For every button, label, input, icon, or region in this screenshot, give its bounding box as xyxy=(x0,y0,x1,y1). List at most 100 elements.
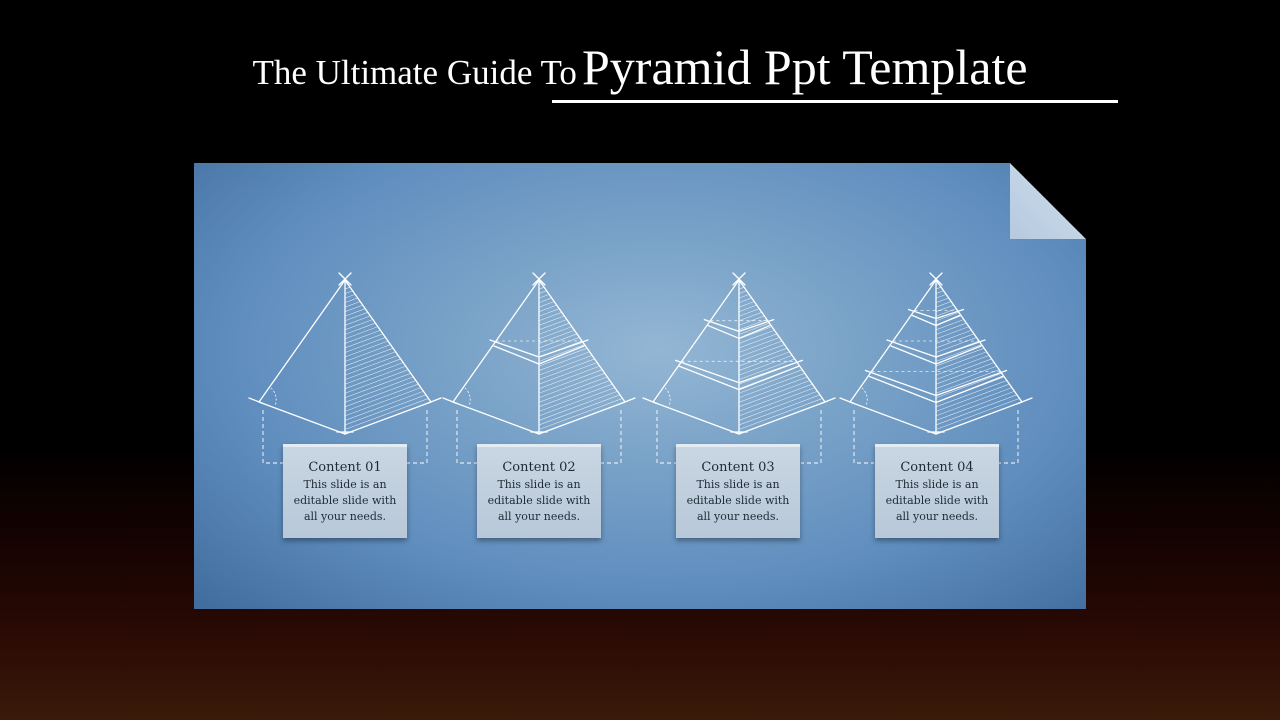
pyramid-hatch-line xyxy=(738,333,778,349)
content-card-body: This slide is an editable slide with all… xyxy=(885,478,989,523)
pyramid-hatch-line xyxy=(538,290,547,294)
pyramid-hatch-line xyxy=(935,362,995,385)
pyramid-hatch-line xyxy=(344,301,361,308)
apex-mark xyxy=(929,272,943,286)
level-cut xyxy=(911,314,937,327)
level-cut xyxy=(738,319,775,332)
pyramid-hatch-line xyxy=(738,304,758,313)
pyramid-edge xyxy=(652,401,740,435)
pyramid-hatch-line xyxy=(738,308,760,317)
pyramid-hatch-line xyxy=(738,322,770,335)
pyramid-hatch-line xyxy=(935,347,985,367)
pyramid-hatch-line xyxy=(935,311,960,322)
pyramid-hatch-line xyxy=(935,308,957,317)
pyramid-hatch-line xyxy=(538,362,598,385)
level-cut xyxy=(935,314,961,327)
pyramid-hatch-line xyxy=(738,372,806,399)
pyramid-hatch-line xyxy=(538,301,555,308)
pyramid-hatch-line xyxy=(738,394,821,426)
content-card-body: This slide is an editable slide with all… xyxy=(487,478,591,523)
pyramid-hatch-line xyxy=(935,337,977,353)
pyramid-hatch-line xyxy=(738,387,816,417)
pyramid-hatch-line xyxy=(344,347,394,367)
level-cut xyxy=(679,365,740,391)
dimension-bracket xyxy=(853,410,874,464)
pyramid-extension xyxy=(1017,397,1033,405)
pyramid-hatch-line xyxy=(344,311,369,322)
pyramid-hatch-line xyxy=(935,290,944,294)
pyramid-hatch-line xyxy=(538,390,618,421)
title-main: Pyramid Ppt Template xyxy=(582,39,1028,95)
pyramid-hatch-line xyxy=(538,322,570,335)
level-cut xyxy=(886,339,937,358)
pyramid-hatch-line xyxy=(344,376,414,403)
dimension-bracket xyxy=(998,410,1019,464)
level-cut xyxy=(868,375,937,404)
angle-arc xyxy=(861,387,868,407)
pyramid-hatch-line xyxy=(344,290,353,294)
pyramid-edge xyxy=(258,279,346,403)
pyramid-extension xyxy=(248,397,264,405)
content-card-body: This slide is an editable slide with all… xyxy=(686,478,790,523)
content-card-title: Content 04 xyxy=(900,460,974,475)
pyramid-hatch-line xyxy=(344,340,389,358)
level-cut xyxy=(935,369,1008,397)
pyramid-hatch-line xyxy=(344,380,417,408)
pyramid-hatch-line xyxy=(738,329,775,344)
pyramid-edge xyxy=(849,401,937,435)
pyramid-extension xyxy=(820,397,836,405)
level-cut xyxy=(935,375,1004,404)
level-cut xyxy=(489,339,540,358)
pyramid-hatch-line xyxy=(538,355,593,376)
pyramid-hatch-line xyxy=(738,376,808,403)
level-cut xyxy=(675,359,740,384)
pyramid-hatch-line xyxy=(344,372,412,399)
pyramid-hatch-line xyxy=(935,365,998,390)
pyramid-hatch-line xyxy=(738,358,795,380)
pyramid-hatch-line xyxy=(538,308,560,317)
pyramid-edge xyxy=(344,279,432,403)
pyramid-hatch-line xyxy=(738,355,793,376)
content-card-body: This slide is an editable slide with all… xyxy=(293,478,397,523)
angle-arc xyxy=(464,387,471,407)
content-card-title: Content 01 xyxy=(308,460,382,475)
level-cut xyxy=(738,359,803,384)
pyramid-hatch-line xyxy=(344,333,384,349)
pyramid-hatch-line xyxy=(538,304,558,313)
title-underline xyxy=(552,100,1118,103)
level-cut xyxy=(890,345,937,365)
level-cut xyxy=(935,308,965,320)
pyramid-hatch-line xyxy=(538,398,623,430)
pyramid-hatch-line xyxy=(538,358,595,380)
pyramid-hatch-line xyxy=(538,369,603,394)
pyramid-hatch-line xyxy=(935,380,1008,408)
pyramid-hatch-line xyxy=(935,344,982,362)
pyramid-hatch-line xyxy=(738,351,790,371)
level-cut xyxy=(493,345,540,365)
pyramid-hatch-line xyxy=(538,372,606,399)
pyramid-hatch-line xyxy=(935,394,1018,426)
pyramid-hatch-line xyxy=(344,294,356,299)
pyramid-edge xyxy=(258,401,346,435)
pyramid-hatch-line xyxy=(344,319,374,331)
level-cut xyxy=(707,325,740,339)
pyramid-extension xyxy=(839,397,855,405)
content-card-title: Content 03 xyxy=(701,460,775,475)
pyramid-hatch-line xyxy=(344,362,404,385)
pyramid-hatch-line xyxy=(344,337,386,353)
pyramid-hatch-line xyxy=(935,294,947,299)
pyramid-hatch-line xyxy=(344,351,396,371)
pyramid-hatch-line xyxy=(538,294,550,299)
pyramid-hatch-line xyxy=(935,297,949,303)
apex-mark xyxy=(732,272,746,286)
pyramid-hatch-line xyxy=(738,301,755,308)
pyramid-hatch-line xyxy=(738,380,811,408)
pyramid-extension xyxy=(442,397,458,405)
angle-arc xyxy=(664,387,671,407)
pyramid-hatch-line xyxy=(738,340,783,358)
pyramid-extension xyxy=(642,397,658,405)
pyramid-hatch-line xyxy=(344,315,371,326)
level-cut xyxy=(864,369,937,397)
pyramid-hatch-line xyxy=(935,387,1013,417)
pyramid-hatch-line xyxy=(344,286,351,290)
